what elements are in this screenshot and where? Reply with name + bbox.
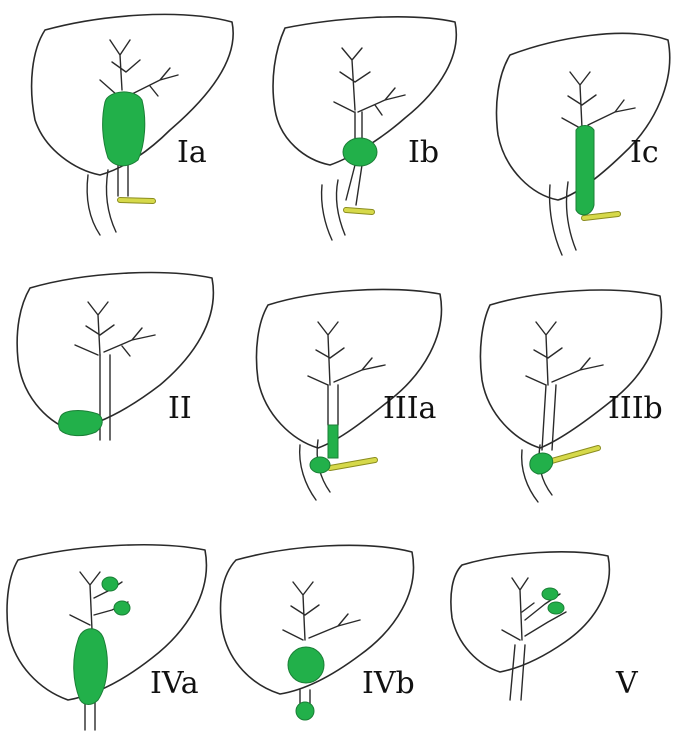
panel-label: IVb — [362, 666, 415, 701]
panel-ia: Ia — [30, 13, 234, 236]
bile-duct-tree — [333, 47, 406, 206]
cyst-distal-duct — [327, 424, 339, 459]
bile-duct-tree — [282, 581, 361, 706]
pancreatic-duct — [546, 446, 600, 464]
cyst-intrahepatic — [541, 587, 559, 601]
panel-ic: Ic — [495, 32, 671, 256]
panel-label: Ic — [630, 135, 659, 170]
cyst-cylindrical — [575, 125, 595, 216]
liver-outline — [6, 543, 208, 701]
liver-outline — [450, 551, 611, 673]
liver-outline — [219, 544, 415, 695]
bile-duct-tree — [74, 301, 156, 441]
panel-v: V — [450, 551, 639, 701]
liver-outline — [272, 16, 458, 166]
bile-duct-tree — [525, 321, 604, 451]
duodenum — [86, 169, 117, 236]
panel-iiib: IIIb — [479, 289, 663, 503]
pancreatic-duct — [344, 208, 374, 214]
bile-duct-tree — [307, 321, 386, 426]
bile-duct-tree — [99, 39, 179, 197]
liver-outline — [30, 13, 234, 176]
cyst-fusiform — [102, 91, 146, 167]
panel-ivb: IVb — [219, 544, 415, 721]
panel-label: IVa — [150, 666, 199, 701]
cyst-intrahepatic — [547, 601, 565, 615]
bile-duct-tree — [561, 71, 636, 129]
cyst-choledochocele — [309, 456, 331, 474]
panel-label: IIIa — [383, 391, 437, 426]
bile-duct-tree — [501, 577, 567, 701]
panel-label: Ia — [177, 135, 207, 170]
liver-outline — [479, 289, 663, 449]
pancreatic-duct — [582, 212, 620, 220]
panel-label: II — [168, 391, 192, 426]
pancreatic-duct — [328, 458, 377, 470]
panel-iva: IVa — [6, 543, 208, 731]
panel-ii: II — [16, 271, 215, 441]
cyst-extrahepatic — [73, 628, 108, 705]
duodenum — [320, 179, 346, 241]
cyst-cystic — [342, 137, 378, 167]
cyst-large — [287, 646, 325, 684]
liver-outline — [16, 271, 215, 431]
panel-label: IIIb — [608, 391, 663, 426]
cyst-intrahepatic — [113, 600, 131, 616]
cyst-diverticulum — [58, 410, 103, 437]
cyst-small — [295, 701, 315, 721]
pancreatic-duct — [118, 198, 155, 203]
liver-outline — [495, 32, 671, 201]
panel-ib: Ib — [272, 16, 458, 241]
duodenum — [548, 181, 577, 256]
panel-iiia: IIIa — [255, 288, 443, 501]
panel-label: V — [615, 666, 639, 701]
cyst-intrahepatic — [101, 576, 119, 592]
liver-outline — [255, 288, 443, 449]
panel-label: Ib — [408, 135, 439, 170]
cyst-intraduodenal — [529, 452, 554, 475]
